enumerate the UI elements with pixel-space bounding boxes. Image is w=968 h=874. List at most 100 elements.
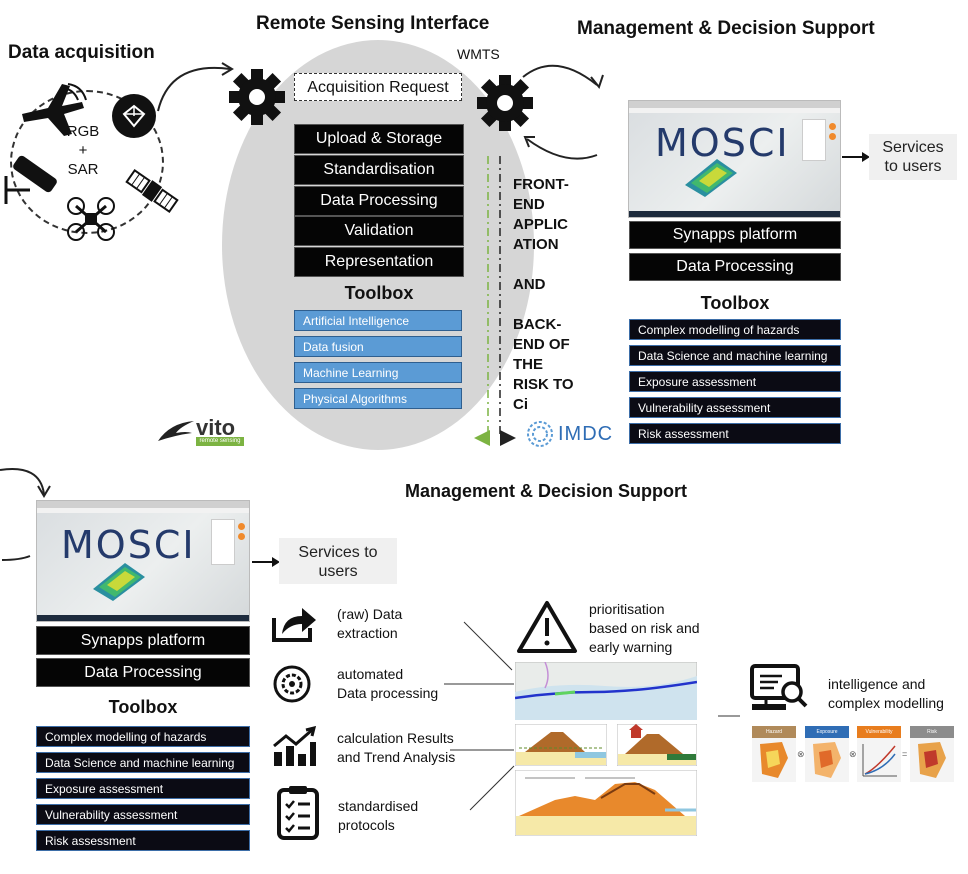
services-line: users — [318, 563, 358, 580]
feature-line: calculation Results — [337, 730, 454, 746]
connector-lines — [444, 621, 515, 811]
operator-icon: ⊗ — [849, 749, 857, 759]
intelligence-text: intelligence and complex modelling — [828, 675, 944, 713]
browser-address — [37, 508, 249, 513]
arrow-right-icon — [252, 557, 280, 567]
toolbox-item-data-science: Data Science and machine learning — [36, 752, 250, 773]
connector-line — [718, 715, 740, 717]
map-panel — [211, 519, 235, 565]
mosci-screenshot: MOSCI — [628, 100, 841, 218]
feature-automated-processing: automated Data processing — [337, 665, 438, 703]
feature-line: extraction — [337, 625, 398, 641]
risk-panel-title: Risk — [910, 726, 954, 738]
taskbar — [629, 211, 840, 217]
fe-line: RISK TO — [513, 376, 574, 393]
management-title: Management & Decision Support — [577, 18, 875, 39]
synapps-platform: Synapps platform — [36, 626, 250, 655]
feature-line: standardised — [338, 798, 419, 814]
arrow-acquisition-to-interface — [157, 62, 234, 112]
imdc-logo-text: IMDC — [558, 423, 614, 445]
services-line: Services — [882, 139, 944, 156]
data-processing-block: Data Processing — [36, 658, 250, 687]
fe-line — [513, 255, 574, 275]
warning-triangle-icon — [517, 601, 577, 653]
intelligence-line: complex modelling — [828, 695, 944, 711]
drone-icon — [67, 197, 115, 241]
toolbox-item-ml: Machine Learning — [294, 362, 462, 383]
terrain-model-icon — [93, 563, 145, 601]
map-control — [238, 533, 245, 540]
arrow-interface-to-management — [522, 64, 604, 160]
wmts-label: WMTS — [457, 46, 500, 62]
fe-line: APPLIC — [513, 216, 569, 233]
remote-sensing-title: Remote Sensing Interface — [256, 13, 490, 34]
toolbox-item-exposure: Exposure assessment — [36, 778, 250, 799]
toolbox-item-vulnerability: Vulnerability assessment — [629, 397, 841, 418]
feature-line: (raw) Data — [337, 606, 403, 622]
risk-panel-title: Exposure — [805, 726, 849, 738]
fe-line: END — [513, 196, 545, 213]
arrow-right-icon — [842, 152, 870, 162]
services-line: Services to — [298, 544, 378, 561]
toolbox-title: Toolbox — [108, 697, 178, 717]
step-data-processing: Data Processing — [294, 186, 464, 216]
sar-text: SAR — [67, 161, 99, 178]
vito-bird-icon — [158, 421, 194, 441]
step-standardisation: Standardisation — [294, 155, 464, 185]
management-title-bottom: Management & Decision Support — [405, 481, 688, 501]
data-acquisition-title: Data acquisition — [8, 42, 155, 63]
warning-text: prioritisation based on risk and early w… — [589, 600, 700, 657]
fe-line: FRONT- — [513, 176, 569, 193]
fe-line: ATION — [513, 236, 559, 253]
fe-line — [513, 295, 574, 315]
vulnerability-chart — [862, 744, 897, 777]
map-control — [829, 133, 836, 140]
services-line: to users — [884, 158, 942, 175]
airplane-icon — [22, 83, 87, 136]
camera-sensor-icon — [112, 94, 156, 138]
acquisition-request-button[interactable]: Acquisition Request — [294, 73, 462, 101]
map-control — [829, 123, 836, 130]
feature-raw-data-extraction: (raw) Data extraction — [337, 605, 402, 643]
feature-calculation-results: calculation Results and Trend Analysis — [337, 729, 455, 767]
step-representation: Representation — [294, 247, 464, 277]
coastal-map-image — [515, 662, 697, 720]
vito-logo-text: vito — [196, 415, 236, 440]
taskbar — [37, 615, 249, 621]
frontend-backend-lines — [487, 156, 501, 435]
fe-line: END OF — [513, 336, 570, 353]
acquisition-circle — [10, 90, 164, 234]
trend-chart-icon — [273, 726, 317, 766]
imdc-wave-icon — [527, 421, 553, 447]
direction-arrows — [474, 430, 516, 446]
warning-line: based on risk and — [589, 620, 700, 636]
toolbox-item-hazards: Complex modelling of hazards — [36, 726, 250, 747]
terrain-model-icon — [685, 159, 737, 197]
imdc-logo: IMDC — [526, 420, 618, 448]
warning-line: prioritisation — [589, 601, 665, 617]
risk-panel-hazard: Hazard — [752, 726, 796, 782]
toolbox-item-risk: Risk assessment — [629, 423, 841, 444]
rgb-text: RGB — [66, 123, 100, 140]
synapps-platform: Synapps platform — [629, 221, 841, 249]
mosci-screenshot: MOSCI — [36, 500, 250, 622]
clipboard-checklist-icon — [277, 786, 319, 840]
gear-processing-icon — [273, 665, 311, 703]
satellite-icon — [125, 168, 179, 214]
dike-profile-image — [515, 770, 697, 836]
step-validation: Validation — [294, 216, 464, 246]
feature-line: protocols — [338, 817, 395, 833]
rgb-sar-label: RGB + SAR — [60, 122, 106, 179]
map-panel — [802, 119, 826, 161]
dike-section-image — [515, 724, 607, 766]
feature-standardised-protocols: standardised protocols — [338, 797, 418, 835]
risk-panel-risk: Risk — [910, 726, 954, 782]
services-to-users: Services to users — [279, 538, 397, 584]
vito-logo-sub: remote sensing — [196, 437, 244, 446]
mosci-logo-text: MOSCI — [61, 523, 196, 567]
risk-panel-vulnerability: Vulnerability — [857, 726, 901, 782]
share-export-icon — [272, 608, 316, 642]
toolbox-title: Toolbox — [700, 293, 770, 313]
gear-icon — [229, 69, 285, 125]
risk-map — [918, 742, 946, 778]
